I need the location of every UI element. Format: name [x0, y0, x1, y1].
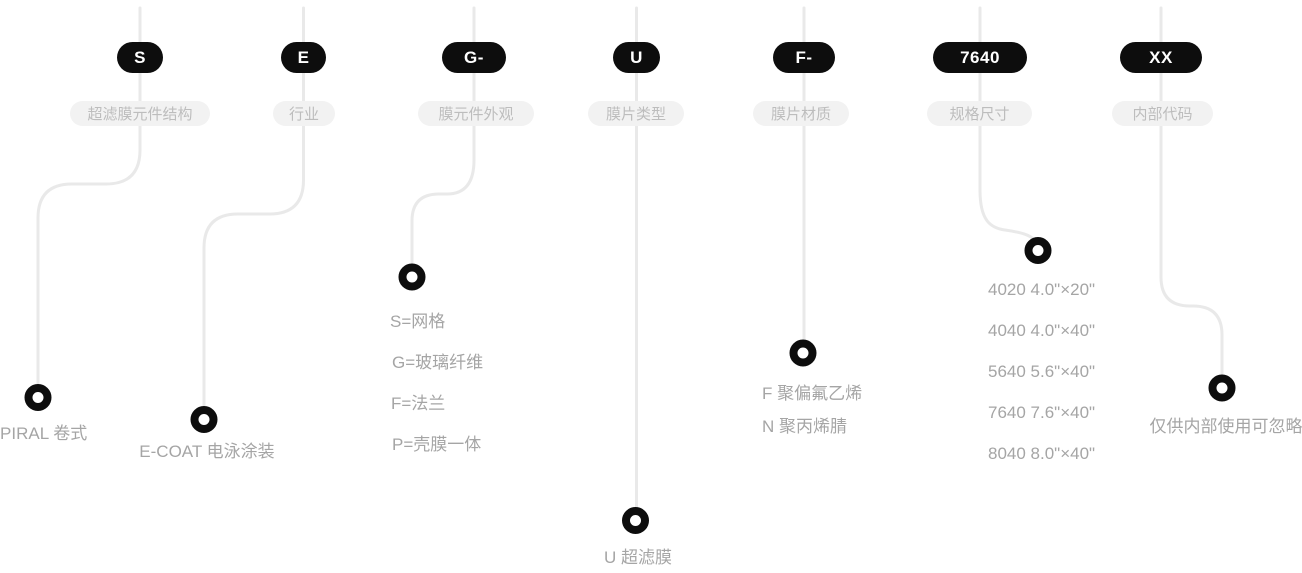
connector-line-structure [36, 6, 142, 386]
category-pill-membrane-type: 膜片类型 [588, 101, 684, 126]
option-label-appearance: G=玻璃纤维 [392, 353, 484, 372]
code-badge-internal: XX [1120, 42, 1202, 73]
code-badge-size: 7640 [933, 42, 1027, 73]
category-pill-structure: 超滤膜元件结构 [70, 101, 210, 126]
option-label-size: 4040 4.0"×40" [988, 321, 1096, 340]
ring-marker-internal [1208, 374, 1236, 402]
option-label-membrane-type: U 超滤膜 [604, 548, 672, 567]
option-label-appearance: S=网格 [390, 312, 446, 331]
connector-line-appearance [410, 6, 476, 265]
option-label-size: 5640 5.6"×40" [988, 362, 1096, 381]
ring-marker-size [1024, 237, 1052, 264]
category-pill-appearance: 膜元件外观 [418, 101, 534, 126]
option-label-industry: E-COAT 电泳涂装 [139, 442, 275, 461]
code-badge-membrane-type: U [613, 42, 660, 73]
code-badge-appearance: G- [442, 42, 506, 73]
ring-marker-appearance [398, 263, 426, 291]
option-label-material: N 聚丙烯腈 [762, 417, 847, 436]
option-label-appearance: P=壳膜一体 [392, 435, 482, 454]
option-label-material: F 聚偏氟乙烯 [762, 384, 863, 403]
option-label-size: 7640 7.6"×40" [988, 403, 1096, 422]
option-label-size: 4020 4.0"×20" [988, 280, 1096, 299]
option-label-internal: 仅供内部使用可忽略 [1149, 417, 1302, 436]
option-label-appearance: F=法兰 [391, 394, 446, 413]
category-pill-material: 膜片材质 [753, 101, 849, 126]
ring-marker-membrane-type [622, 507, 649, 534]
connector-line-industry [202, 6, 305, 408]
category-pill-internal: 内部代码 [1112, 101, 1213, 126]
ring-marker-material [789, 339, 817, 367]
category-pill-size: 规格尺寸 [927, 101, 1032, 126]
ring-marker-industry [190, 406, 218, 433]
ring-marker-structure [24, 384, 52, 411]
code-badge-structure: S [117, 42, 163, 73]
code-badge-industry: E [281, 42, 326, 73]
connector-line-size [978, 6, 1036, 242]
category-pill-industry: 行业 [273, 101, 335, 126]
code-badge-material: F- [773, 42, 835, 73]
option-label-structure: SPIRAL 卷式 [0, 424, 88, 443]
connector-line-internal [1159, 6, 1224, 376]
option-label-size: 8040 8.0"×40" [988, 444, 1096, 463]
